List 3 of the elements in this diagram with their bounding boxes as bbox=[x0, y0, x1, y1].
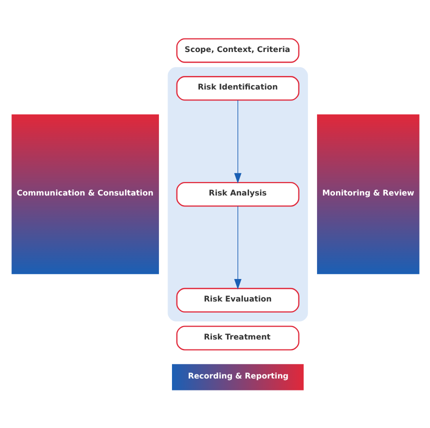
arrow bbox=[234, 99, 241, 183]
cluster bbox=[167, 66, 308, 321]
arrow bbox=[234, 205, 241, 289]
